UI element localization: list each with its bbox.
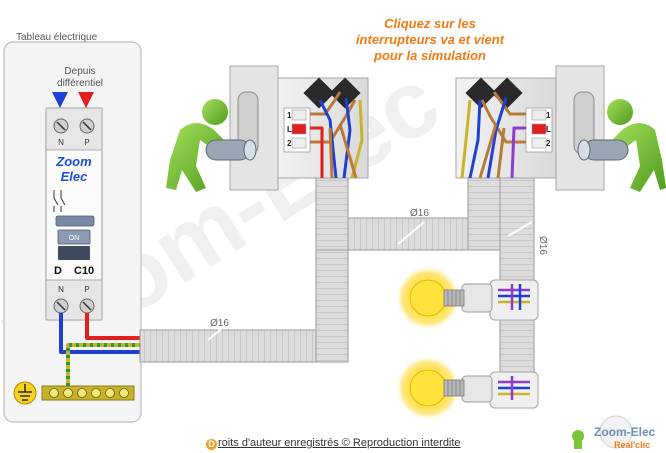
right-switch-terminal-l: L [546, 125, 551, 134]
earth-bar [13, 381, 135, 405]
switch-right[interactable]: 1 L 2 [455, 65, 605, 191]
conduit-label-switches: Ø16 [410, 208, 429, 219]
lamp-top [396, 266, 539, 330]
breaker-on-label: ON [69, 235, 80, 242]
logo-text-line1: Zoom-Elec [594, 425, 656, 439]
instructions-line2: interrupteurs va et vient [355, 32, 505, 47]
instructions-line1: Cliquez sur les [384, 16, 476, 31]
conduit-label-lamps: Ø16 [537, 236, 548, 255]
copyright-initial: D [206, 439, 217, 450]
terminal-label-n-top: N [58, 138, 64, 147]
left-switch-terminal-1: 1 [287, 111, 292, 120]
person-right-icon [577, 99, 666, 192]
circuit-breaker[interactable]: N P Zoom Elec ON D C10 N P [45, 107, 103, 321]
bulb-top-icon [409, 279, 465, 317]
left-switch-terminal-l: L [287, 125, 292, 134]
right-switch-terminal-2: 2 [546, 139, 551, 148]
neutral-arrow-down-icon [52, 92, 68, 108]
breaker-symbol-icon [53, 190, 66, 212]
copyright-text: roits d'auteur enregistrés © Reproductio… [218, 437, 461, 449]
source-label-line1: Depuis [64, 66, 95, 77]
breaker-brand-line1: Zoom [55, 154, 92, 169]
breaker-rating: C10 [74, 265, 94, 277]
right-switch-terminal-1: 1 [546, 111, 551, 120]
logo-text-line2: Real'clic [614, 440, 650, 450]
bulb-bottom-icon [409, 369, 465, 407]
lamp-bottom [396, 356, 539, 420]
instructions-line3: pour la simulation [374, 48, 486, 63]
terminal-label-p-bottom: P [84, 285, 89, 294]
phase-arrow-down-icon [78, 92, 94, 108]
earth-symbol-icon [13, 381, 37, 405]
breaker-curve: D [54, 265, 62, 277]
switch-left[interactable]: 1 L 2 [229, 65, 369, 191]
conduits: Ø16 Ø16 Ø16 [139, 177, 548, 409]
breaker-brand-line2: Elec [61, 169, 89, 184]
breaker-on-toggle[interactable] [57, 229, 91, 245]
terminal-label-n-bottom: N [58, 285, 64, 294]
zoom-elec-logo: Zoom-Elec Real'clic [572, 415, 656, 450]
terminal-label-p-top: P [84, 138, 89, 147]
conduit-label-panel: Ø16 [210, 318, 229, 329]
left-switch-terminal-2: 2 [287, 139, 292, 148]
simulation-instructions: Cliquez sur les interrupteurs va et vien… [330, 16, 530, 64]
person-left-icon [166, 99, 257, 192]
panel-wiring [59, 313, 140, 386]
source-label-line2: différentiel [57, 78, 103, 89]
panel-title: Tableau électrique [16, 32, 98, 43]
